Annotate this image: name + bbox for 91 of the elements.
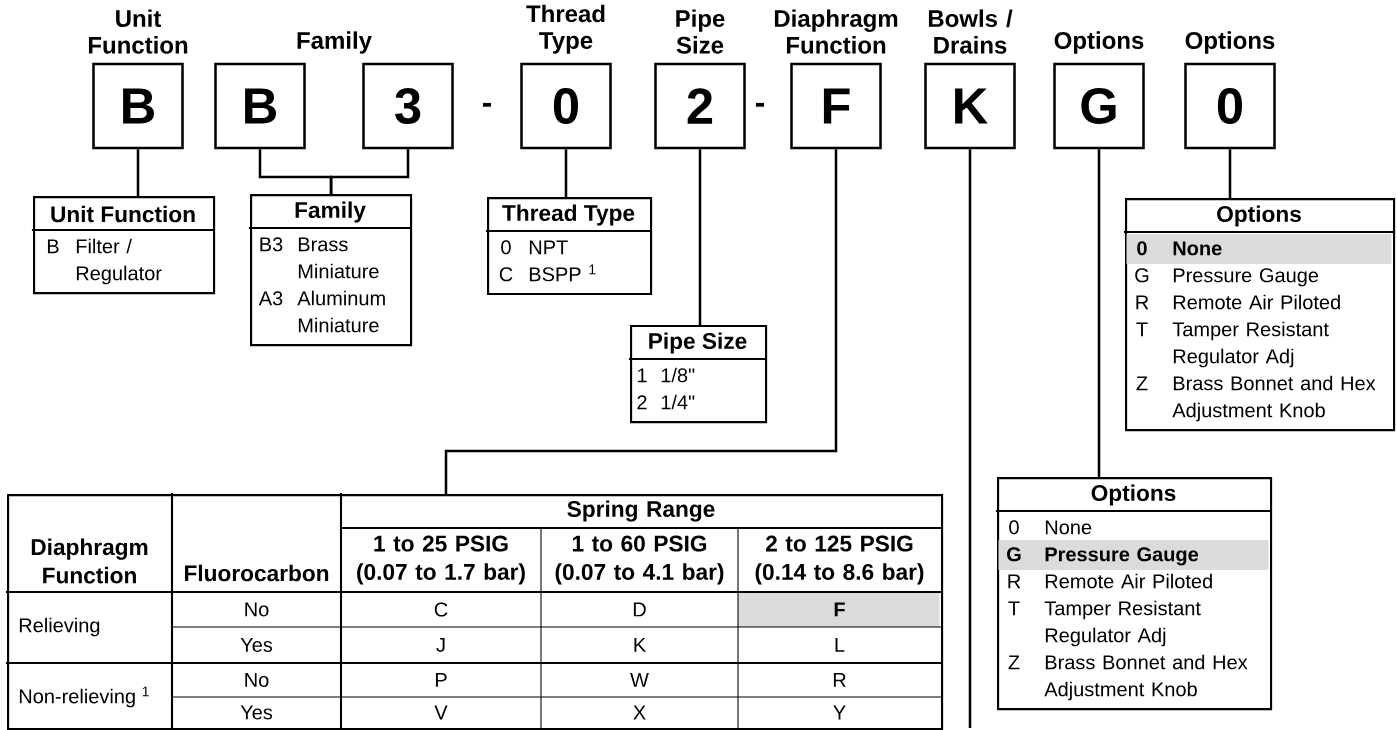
code-box: K xyxy=(924,62,1016,150)
connector-line xyxy=(1228,149,1232,198)
heading: Unit Function xyxy=(88,9,188,54)
heading: Options xyxy=(1054,31,1144,54)
option-code: 0 xyxy=(1137,241,1147,256)
option-code: T xyxy=(1136,322,1148,337)
connector-line xyxy=(136,149,140,196)
connector-line xyxy=(1097,149,1101,477)
table-cell: No xyxy=(245,602,269,617)
option-code: R xyxy=(1008,574,1021,589)
option-text: 1/4" xyxy=(661,394,695,410)
table-cell: Diaphragm Function xyxy=(31,538,148,584)
option-code: Z xyxy=(1136,376,1148,391)
heading: Bowls / Drains xyxy=(928,9,1013,54)
code-box: 0 xyxy=(1184,62,1276,150)
option-text: Filter / Regulator xyxy=(76,238,162,285)
code-box: G xyxy=(1053,62,1145,150)
table-cell: V xyxy=(434,705,448,720)
code-box: 3 xyxy=(362,62,454,150)
table-cell: C xyxy=(434,602,448,617)
table-cell: P xyxy=(435,673,447,687)
option-text: Aluminum Miniature xyxy=(297,290,385,333)
heading: Thread Type xyxy=(526,4,605,54)
connector-line xyxy=(444,149,838,494)
option-text: Remote Air Piloted xyxy=(1173,294,1340,310)
option-code: R xyxy=(1136,295,1149,310)
table-cell: K xyxy=(634,638,646,652)
option-text: 1/8" xyxy=(661,367,695,383)
code-box: F xyxy=(790,62,882,150)
heading: Pipe Size xyxy=(676,9,725,54)
heading: Options xyxy=(1185,31,1275,54)
table-cell: Fluorocarbon xyxy=(185,564,329,582)
table-cell: X xyxy=(633,705,646,720)
table-cell: Yes xyxy=(240,705,273,720)
option-code: 0 xyxy=(1009,520,1019,535)
connector-line xyxy=(698,149,702,325)
table-cell: Non-relieving $^{1}$ xyxy=(19,686,149,708)
table-cell: 2 to 125 PSIG (0.14 to 8.6 bar) xyxy=(755,535,924,585)
option-text: Tamper Resistant Regulator Adj xyxy=(1172,321,1329,368)
option-text: Pressure Gauge xyxy=(1045,547,1199,566)
option-text: BSPP $^{1}$ xyxy=(529,264,596,282)
option-text: Remote Air Piloted xyxy=(1045,573,1212,589)
table-heading: Options xyxy=(1091,484,1176,506)
separator-dash: - xyxy=(755,102,765,107)
connector-line xyxy=(329,149,410,194)
option-text: Brass Miniature xyxy=(298,237,379,279)
code-box: 2 xyxy=(654,62,746,150)
table-cell: No xyxy=(245,673,269,687)
table-cell: F xyxy=(834,602,845,617)
table-cell: Relieving xyxy=(19,617,100,637)
heading: Diaphragm Function xyxy=(774,9,898,54)
connector-line xyxy=(968,149,972,728)
table-cell: W xyxy=(630,673,649,687)
option-code: T xyxy=(1008,601,1020,616)
separator-dash: - xyxy=(482,102,492,107)
table-cell: Yes xyxy=(240,638,273,652)
option-text: None xyxy=(1173,241,1222,256)
table-heading: Family xyxy=(295,201,366,223)
option-code: C xyxy=(499,267,513,282)
option-text: Brass Bonnet and Hex Adjustment Knob xyxy=(1172,375,1376,422)
option-text: Brass Bonnet and Hex Adjustment Knob xyxy=(1044,654,1248,701)
option-text: Pressure Gauge xyxy=(1173,268,1319,287)
option-code: Z xyxy=(1008,655,1020,670)
option-code: 2 xyxy=(637,395,647,410)
table-heading: Pipe Size xyxy=(649,332,747,354)
code-box: 0 xyxy=(520,62,612,150)
table-cell: R xyxy=(833,673,846,687)
option-code: B xyxy=(47,239,59,254)
option-code: 1 xyxy=(637,368,647,383)
option-code: G xyxy=(1135,268,1149,283)
heading: Family xyxy=(297,31,372,54)
table-heading: Options xyxy=(1217,205,1301,227)
table-heading: Unit Function xyxy=(51,205,195,223)
option-code: B3 xyxy=(260,237,283,252)
option-text: Tamper Resistant Regulator Adj xyxy=(1044,600,1201,647)
table-cell: Spring Range xyxy=(567,500,715,522)
option-code: G xyxy=(1007,547,1021,562)
table-cell: D xyxy=(633,602,646,617)
option-code: A3 xyxy=(258,291,283,306)
table-cell: 1 to 60 PSIG (0.07 to 4.1 bar) xyxy=(555,535,724,585)
code-box: B xyxy=(214,62,306,150)
connector-line xyxy=(564,149,568,197)
code-box: B xyxy=(92,62,184,150)
option-text: None xyxy=(1045,520,1092,535)
table-cell: 1 to 25 PSIG (0.07 to 1.7 bar) xyxy=(357,535,525,585)
table-cell: Y xyxy=(833,705,846,720)
table-heading: Thread Type xyxy=(502,204,635,226)
option-text: NPT xyxy=(529,240,568,255)
table-cell: J xyxy=(436,638,445,652)
table-cell: L xyxy=(835,638,845,652)
option-code: 0 xyxy=(501,240,511,255)
